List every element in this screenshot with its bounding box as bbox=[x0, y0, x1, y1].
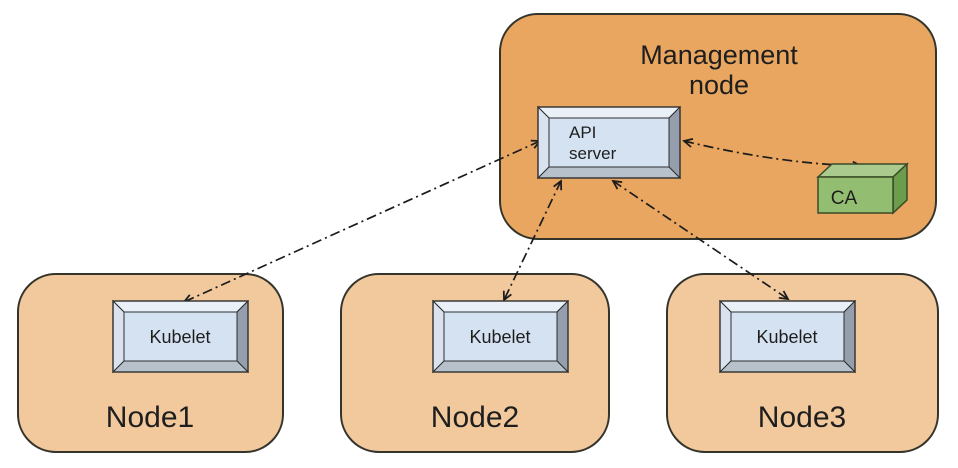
kubelet2-face bbox=[443, 311, 558, 362]
kubelet1-bevel-bottom bbox=[111, 360, 250, 373]
kubelet2-bevel-bottom bbox=[431, 360, 570, 373]
kubelet2-bevel-top bbox=[431, 300, 570, 313]
connections bbox=[184, 141, 861, 302]
kubelet3-bevel-bottom bbox=[718, 360, 857, 373]
api-server-bevel-bottom bbox=[536, 166, 682, 179]
node3-label: Node3 bbox=[758, 401, 846, 434]
node2-label: Node2 bbox=[431, 401, 519, 434]
api-server-outline bbox=[537, 106, 681, 179]
api-server-bevel-left bbox=[537, 105, 550, 180]
kubelet2-bevel-left bbox=[432, 299, 445, 374]
connection-apiserver-kubelet3 bbox=[613, 181, 788, 299]
kubelet3-face bbox=[730, 311, 845, 362]
kubelet1-label: Kubelet bbox=[149, 327, 210, 347]
kubelet3-bevel-top bbox=[718, 300, 857, 313]
kubelet3-label: Kubelet bbox=[756, 327, 817, 347]
ca-label: CA bbox=[831, 188, 858, 209]
kubelet1-bevel-left bbox=[112, 299, 125, 374]
api-server-bevel-right bbox=[668, 105, 681, 180]
kubelet1-face bbox=[123, 311, 238, 362]
kubelet-box-2: Kubelet bbox=[431, 299, 570, 374]
connection-apiserver-kubelet2 bbox=[504, 181, 561, 300]
kubelet1-bevel-top bbox=[111, 300, 250, 313]
ca-front-face bbox=[817, 176, 894, 214]
kubelet2-outline bbox=[432, 300, 569, 373]
connection-apiserver-kubelet1 bbox=[184, 141, 540, 302]
kubelet3-bevel-right bbox=[843, 299, 856, 374]
kubelet1-bevel-right bbox=[236, 299, 249, 374]
kubelet2-label: Kubelet bbox=[469, 327, 530, 347]
kubelet3-outline bbox=[719, 300, 856, 373]
kubelet2-bevel-right bbox=[556, 299, 569, 374]
api-server-label-line2: server bbox=[569, 144, 617, 163]
connection-apiserver-ca bbox=[684, 141, 861, 166]
ca-box: CA bbox=[816, 162, 909, 215]
api-server-bevel-top bbox=[536, 106, 682, 119]
ca-top-face bbox=[816, 163, 909, 178]
kubelet-box-1: Kubelet bbox=[111, 299, 250, 374]
api-server-label-line1: API bbox=[569, 123, 596, 142]
management-node-title-line2: node bbox=[689, 70, 749, 100]
kubelet-box-3: Kubelet bbox=[718, 299, 857, 374]
kubelet1-outline bbox=[112, 300, 249, 373]
api-server-face bbox=[548, 117, 670, 168]
api-server-box: API server bbox=[536, 105, 682, 180]
node1-label: Node1 bbox=[106, 401, 194, 434]
management-node-title-line1: Management bbox=[640, 40, 798, 70]
kubelet3-bevel-left bbox=[719, 299, 732, 374]
